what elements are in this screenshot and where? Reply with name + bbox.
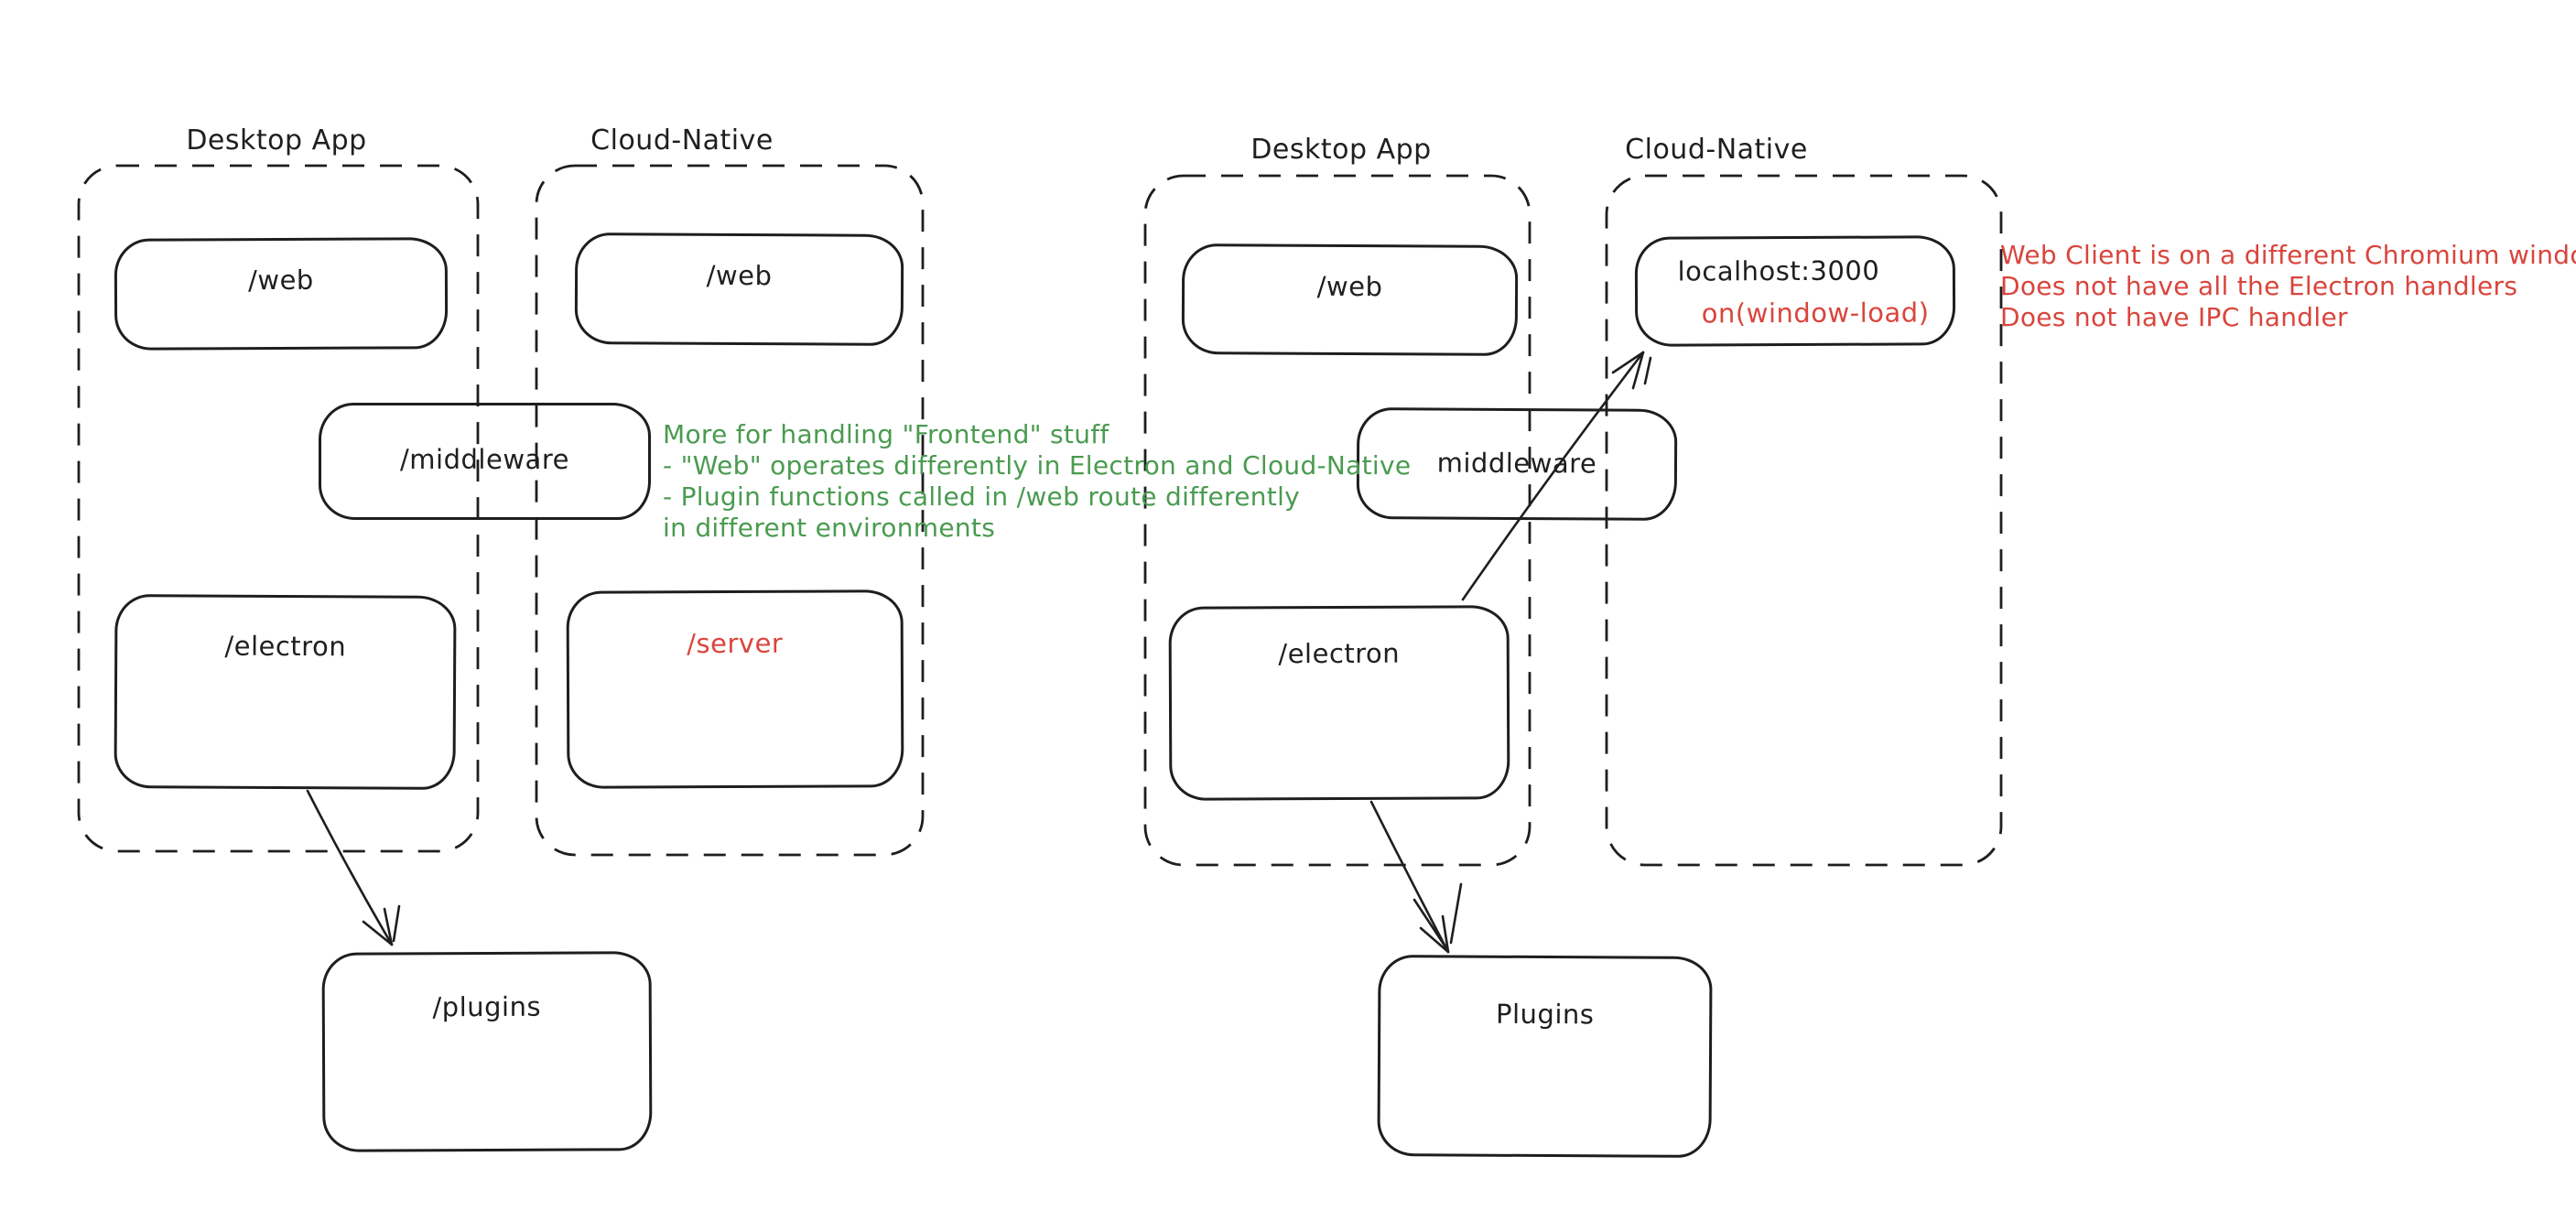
left-plugins-box[interactable]: /plugins xyxy=(321,951,653,1152)
left-cloud-native-label[interactable]: Cloud-Native xyxy=(590,124,774,157)
box-label: /web xyxy=(706,259,773,292)
left-desktop-app-label[interactable]: Desktop App xyxy=(186,124,366,157)
box-label: /middleware xyxy=(400,444,569,475)
label-text: Desktop App xyxy=(186,124,367,157)
right-localhost-box[interactable]: localhost:3000 on(window-load) xyxy=(1634,235,1956,347)
green-note-line: More for handling "Frontend" stuff xyxy=(663,419,1109,449)
green-note-line: - "Web" operates differently in Electron… xyxy=(663,450,1412,481)
right-electron-box[interactable]: /electron xyxy=(1168,605,1510,801)
red-note-line: Web Client is on a different Chromium wi… xyxy=(2000,240,2576,270)
label-text: Cloud-Native xyxy=(1625,134,1808,166)
green-note-line: - Plugin functions called in /web route … xyxy=(663,481,1301,512)
left-cloud-web-box[interactable]: /web xyxy=(574,232,904,346)
green-annotation[interactable]: More for handling "Frontend" stuff - "We… xyxy=(663,419,1411,544)
red-annotation[interactable]: Web Client is on a different Chromium wi… xyxy=(2000,240,2576,333)
right-desktop-web-box[interactable]: /web xyxy=(1181,243,1519,356)
right-desktop-app-label[interactable]: Desktop App xyxy=(1250,134,1431,166)
box-label: /web xyxy=(1316,270,1383,303)
left-middleware-box[interactable]: /middleware xyxy=(319,403,651,520)
left-electron-box[interactable]: /electron xyxy=(114,594,457,790)
right-cloud-native-label[interactable]: Cloud-Native xyxy=(1625,134,1808,166)
window-load-label: on(window-load) xyxy=(1701,297,1930,330)
left-cloud-native-container[interactable] xyxy=(535,164,925,857)
box-label: /plugins xyxy=(432,990,542,1023)
label-text: Cloud-Native xyxy=(590,124,774,157)
right-desktop-app-container[interactable] xyxy=(1143,174,1532,867)
box-label: localhost:3000 xyxy=(1677,254,1880,287)
left-server-box[interactable]: /server xyxy=(566,589,904,789)
red-note-line: Does not have IPC handler xyxy=(2000,302,2348,332)
right-plugins-box[interactable]: Plugins xyxy=(1377,955,1713,1158)
label-text: Desktop App xyxy=(1250,134,1432,166)
box-label: /server xyxy=(687,627,784,660)
green-note-line: in different environments xyxy=(663,513,996,543)
box-label: /electron xyxy=(224,630,347,663)
box-label: /web xyxy=(247,264,314,297)
red-note-line: Does not have all the Electron handlers xyxy=(2000,271,2518,301)
left-desktop-app-container[interactable] xyxy=(77,164,480,853)
box-label: /electron xyxy=(1278,637,1401,670)
box-label: Plugins xyxy=(1495,998,1595,1031)
left-desktop-web-box[interactable]: /web xyxy=(114,237,449,351)
